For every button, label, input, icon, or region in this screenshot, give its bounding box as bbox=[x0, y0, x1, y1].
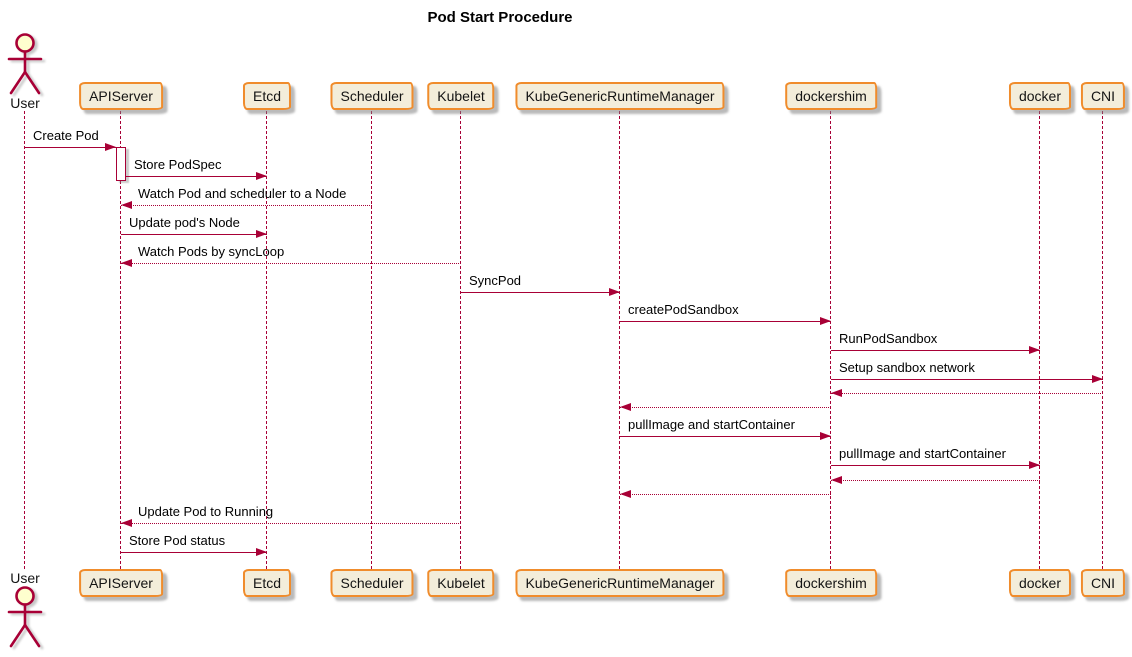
arrowhead-create-pod-0 bbox=[105, 143, 116, 152]
lifeline-kubegenericruntimemanager bbox=[619, 111, 621, 569]
participant-label-user-bottom: User bbox=[10, 570, 40, 586]
message-line-update-pod-s-node-3 bbox=[121, 234, 267, 235]
participant-box-docker-top: docker bbox=[1008, 82, 1072, 110]
message-label-store-pod-status-16: Store Pod status bbox=[129, 533, 226, 548]
participant-box-dockershim-bottom: dockershim bbox=[785, 569, 877, 597]
message-line-return-10 bbox=[620, 407, 831, 408]
participant-box-kubegenericruntimemanager-top: KubeGenericRuntimeManager bbox=[515, 82, 725, 110]
lifeline-dockershim bbox=[830, 111, 832, 569]
message-label-pullimage-and-startcontainer-12: pullImage and startContainer bbox=[839, 446, 1006, 461]
message-label-store-podspec-1: Store PodSpec bbox=[134, 157, 222, 172]
participant-box-dockershim-top: dockershim bbox=[785, 82, 877, 110]
arrowhead-setup-sandbox-network-8 bbox=[1092, 375, 1103, 384]
actor-figure-user-top bbox=[5, 33, 45, 102]
arrowhead-update-pod-s-node-3 bbox=[256, 230, 267, 239]
message-line-pullimage-and-startcontainer-12 bbox=[831, 465, 1040, 466]
participant-box-apiserver-top: APIServer bbox=[79, 82, 163, 110]
participant-box-etcd-bottom: Etcd bbox=[242, 569, 292, 597]
arrowhead-store-pod-status-16 bbox=[256, 548, 267, 557]
arrowhead-return-13 bbox=[831, 476, 842, 485]
message-line-store-pod-status-16 bbox=[121, 552, 267, 553]
diagram-title: Pod Start Procedure bbox=[427, 9, 573, 26]
message-line-runpodsandbox-7 bbox=[831, 350, 1040, 351]
participant-box-cni-bottom: CNI bbox=[1080, 569, 1126, 597]
lifeline-etcd bbox=[266, 111, 268, 569]
arrowhead-watch-pod-and-scheduler-to-a-node-2 bbox=[121, 201, 132, 210]
lifeline-docker bbox=[1039, 111, 1041, 569]
message-label-syncpod-5: SyncPod bbox=[469, 273, 522, 288]
arrowhead-createpodsandbox-6 bbox=[820, 317, 831, 326]
message-line-return-14 bbox=[620, 494, 831, 495]
arrowhead-store-podspec-1 bbox=[256, 172, 267, 181]
participant-box-docker-bottom: docker bbox=[1008, 569, 1072, 597]
message-label-create-pod-0: Create Pod bbox=[33, 128, 99, 143]
message-label-watch-pod-and-scheduler-to-a-node-2: Watch Pod and scheduler to a Node bbox=[138, 186, 347, 201]
participant-label-user-top: User bbox=[10, 95, 40, 111]
message-label-runpodsandbox-7: RunPodSandbox bbox=[839, 331, 938, 346]
message-line-setup-sandbox-network-8 bbox=[831, 379, 1103, 380]
arrowhead-pullimage-and-startcontainer-12 bbox=[1029, 461, 1040, 470]
arrowhead-pullimage-and-startcontainer-11 bbox=[820, 432, 831, 441]
participant-box-kubelet-top: Kubelet bbox=[427, 82, 495, 110]
lifeline-apiserver bbox=[120, 111, 122, 569]
message-label-createpodsandbox-6: createPodSandbox bbox=[628, 302, 739, 317]
lifeline-cni bbox=[1102, 111, 1104, 569]
participant-box-scheduler-top: Scheduler bbox=[330, 82, 414, 110]
message-line-store-podspec-1 bbox=[126, 176, 267, 177]
participant-box-kubelet-bottom: Kubelet bbox=[427, 569, 495, 597]
message-line-syncpod-5 bbox=[461, 292, 620, 293]
message-line-create-pod-0 bbox=[25, 147, 116, 148]
actor-figure-user-bottom bbox=[5, 586, 45, 655]
activation-bar-apiserver bbox=[116, 147, 126, 181]
arrowhead-update-pod-to-running-15 bbox=[121, 519, 132, 528]
arrowhead-syncpod-5 bbox=[609, 288, 620, 297]
participant-box-kubegenericruntimemanager-bottom: KubeGenericRuntimeManager bbox=[515, 569, 725, 597]
participant-box-etcd-top: Etcd bbox=[242, 82, 292, 110]
message-line-watch-pod-and-scheduler-to-a-node-2 bbox=[121, 205, 372, 206]
arrowhead-watch-pods-by-syncloop-4 bbox=[121, 259, 132, 268]
participant-box-apiserver-bottom: APIServer bbox=[79, 569, 163, 597]
person-icon bbox=[7, 33, 43, 95]
lifeline-scheduler bbox=[371, 111, 373, 569]
arrowhead-return-14 bbox=[620, 490, 631, 499]
arrowhead-return-9 bbox=[831, 389, 842, 398]
message-label-watch-pods-by-syncloop-4: Watch Pods by syncLoop bbox=[138, 244, 285, 259]
message-label-update-pod-s-node-3: Update pod's Node bbox=[129, 215, 240, 230]
message-label-setup-sandbox-network-8: Setup sandbox network bbox=[839, 360, 975, 375]
arrowhead-return-10 bbox=[620, 403, 631, 412]
message-line-pullimage-and-startcontainer-11 bbox=[620, 436, 831, 437]
message-line-update-pod-to-running-15 bbox=[121, 523, 461, 524]
message-line-watch-pods-by-syncloop-4 bbox=[121, 263, 461, 264]
participant-box-scheduler-bottom: Scheduler bbox=[330, 569, 414, 597]
participant-box-cni-top: CNI bbox=[1080, 82, 1126, 110]
message-line-return-9 bbox=[831, 393, 1103, 394]
lifeline-user bbox=[24, 111, 26, 569]
person-icon bbox=[7, 586, 43, 648]
lifeline-kubelet bbox=[460, 111, 462, 569]
message-line-createpodsandbox-6 bbox=[620, 321, 831, 322]
message-line-return-13 bbox=[831, 480, 1040, 481]
arrowhead-runpodsandbox-7 bbox=[1029, 346, 1040, 355]
message-label-update-pod-to-running-15: Update Pod to Running bbox=[138, 504, 274, 519]
message-label-pullimage-and-startcontainer-11: pullImage and startContainer bbox=[628, 417, 795, 432]
